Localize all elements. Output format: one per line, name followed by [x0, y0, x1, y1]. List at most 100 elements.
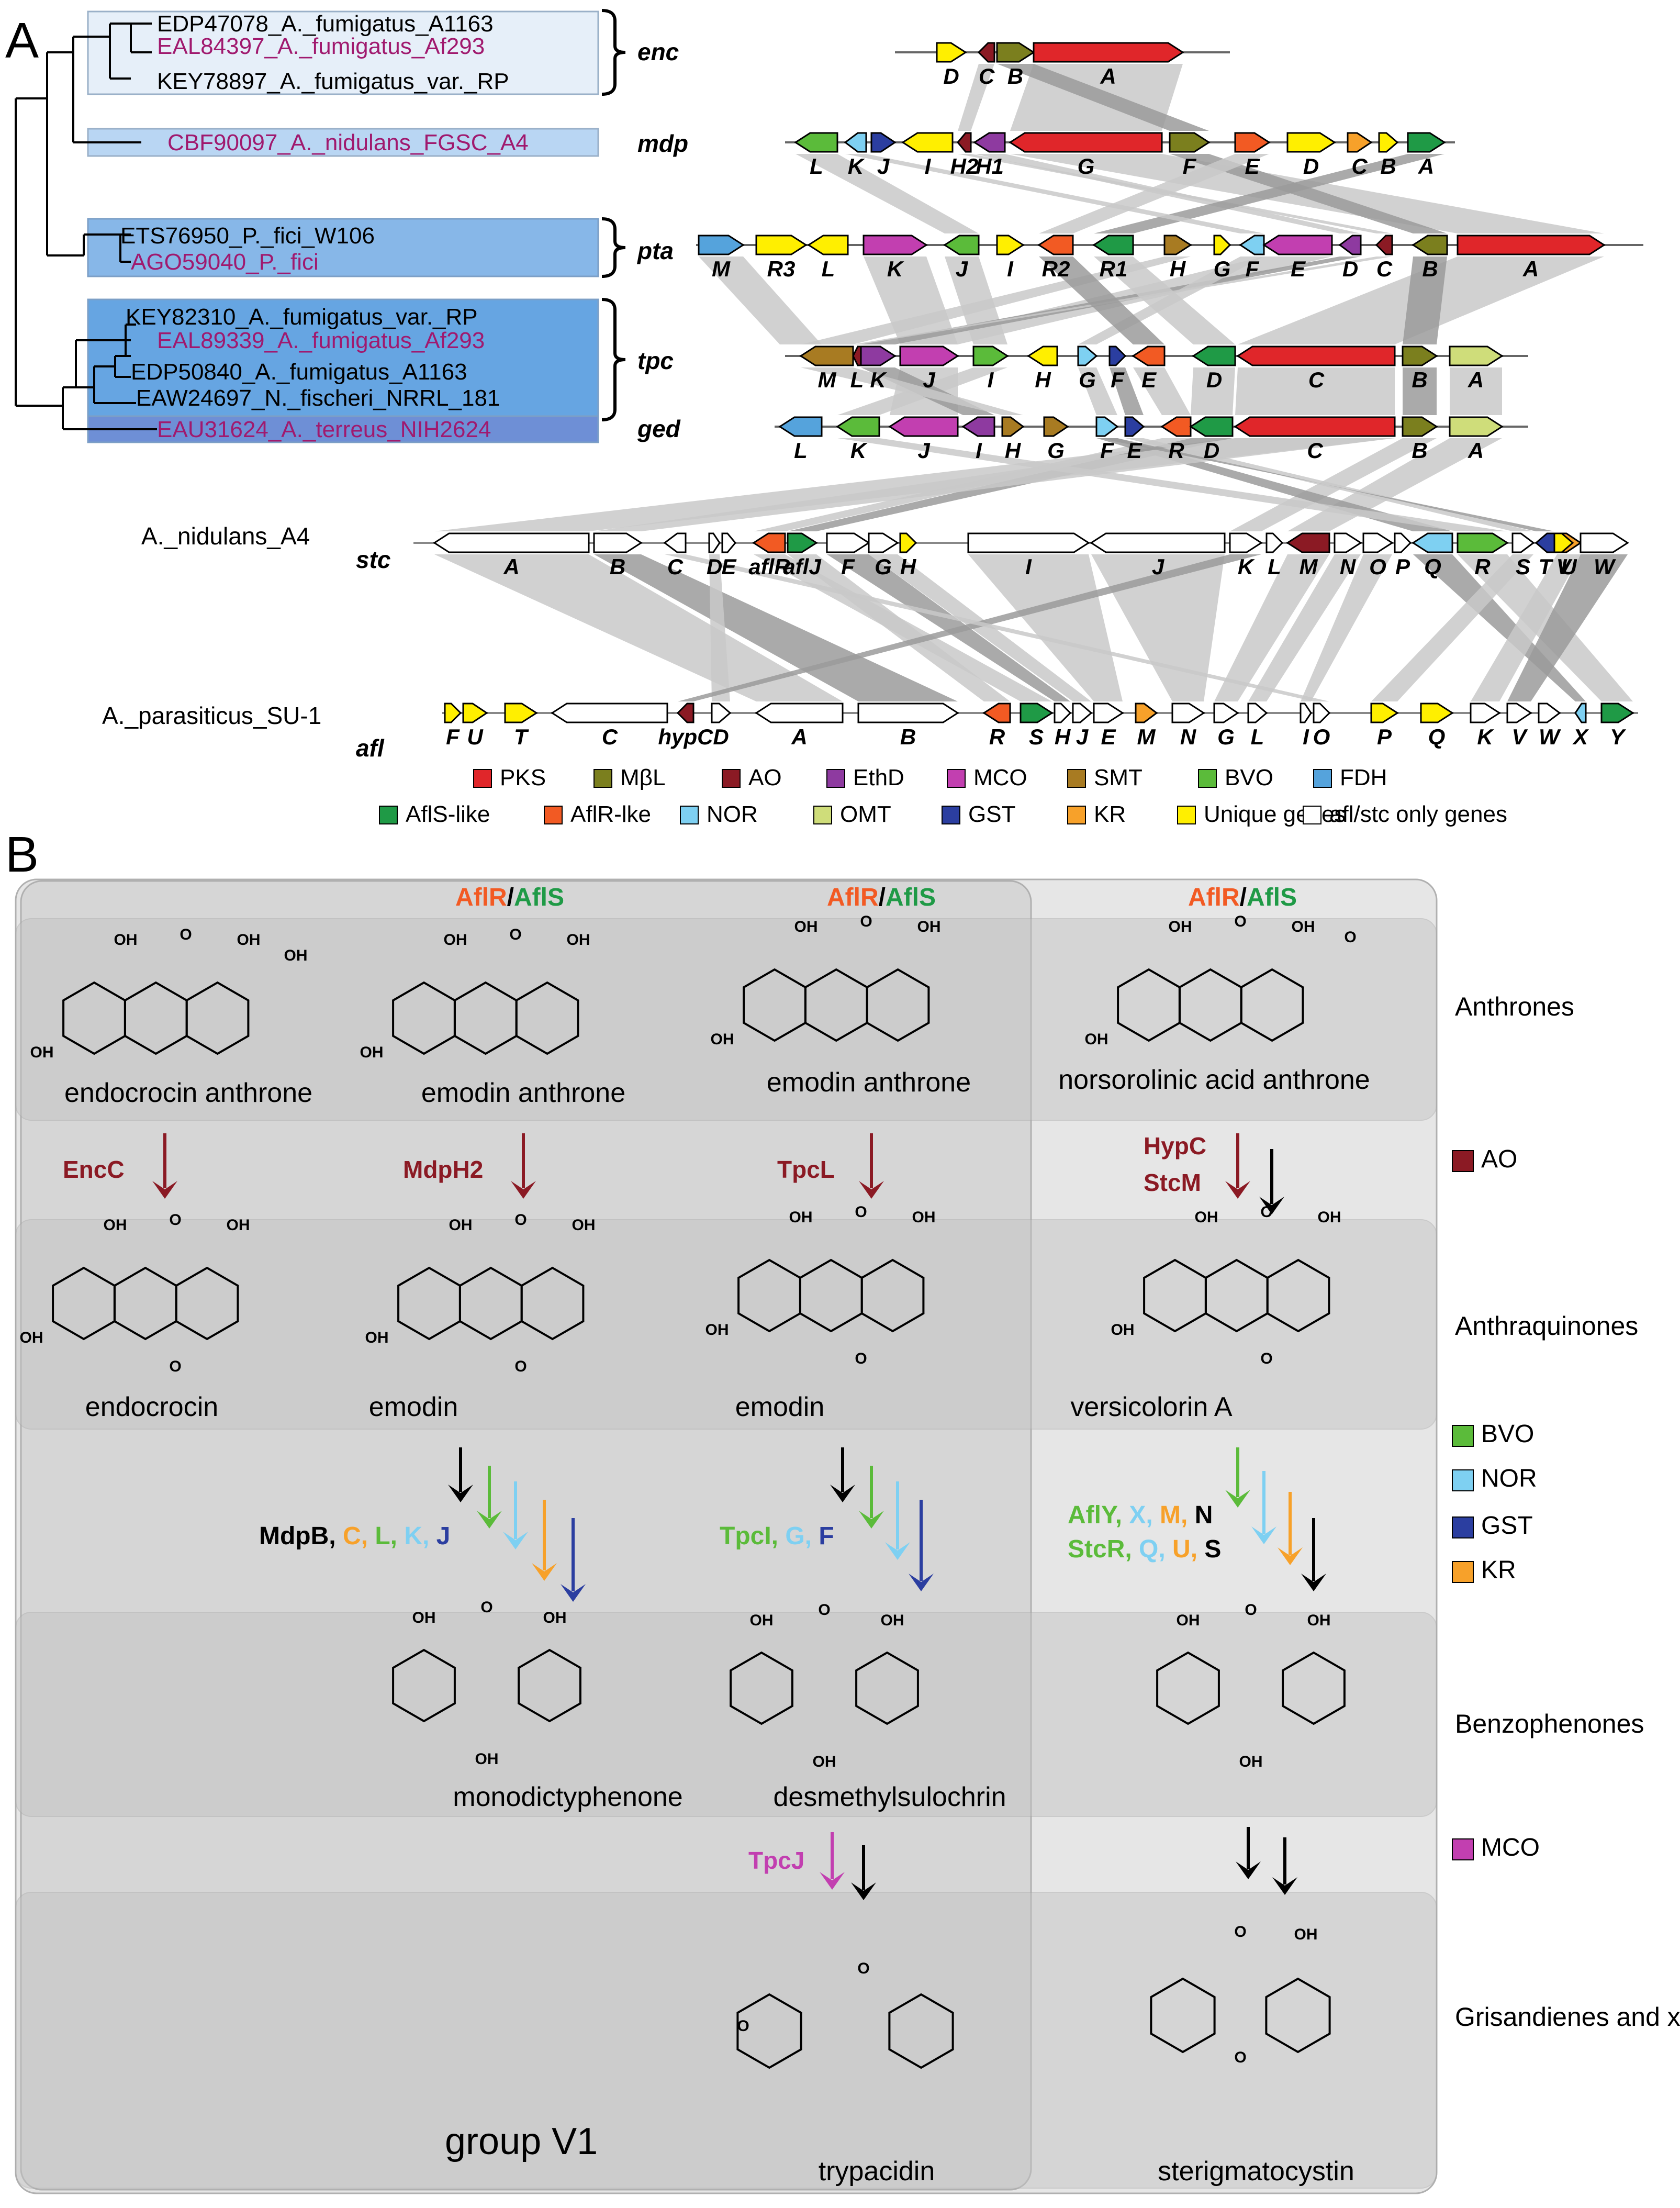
reaction-arrowhead: [511, 1181, 536, 1199]
synteny-ribbon: [434, 554, 843, 701]
gene-label: J: [1152, 554, 1165, 579]
brace: [601, 217, 626, 278]
synteny-ribbon: [1091, 554, 1225, 701]
gene-label: K: [1477, 724, 1494, 749]
atom-label: OH: [30, 1044, 54, 1061]
atom-label: OH: [475, 1750, 499, 1768]
enzyme-label: TpcL: [777, 1156, 835, 1183]
gene-arrow: [868, 532, 899, 553]
gene-label: G: [1214, 257, 1231, 281]
gene-arrow: [787, 532, 818, 553]
compound-name: emodin: [369, 1392, 458, 1422]
gene-label: H2: [950, 154, 979, 179]
group-label-pta: pta: [636, 237, 674, 264]
gene-label: A: [791, 724, 807, 749]
legend-label: SMT: [1094, 765, 1143, 790]
gene-arrow: [1265, 532, 1284, 553]
gene-arrow: [1239, 235, 1265, 255]
gene-label: A: [1100, 64, 1116, 88]
tree-leaf-label: ETS76950_P._fici_W106: [120, 223, 375, 249]
compound-name: endocrocin: [85, 1392, 218, 1422]
gene-arrow: [1457, 235, 1606, 255]
reaction-arrowhead: [1278, 1547, 1303, 1565]
synteny-ribbon: [1094, 257, 1235, 344]
molecule-ring: [392, 1648, 456, 1723]
gene-label: A: [503, 554, 519, 579]
molecule-ring: [1266, 1258, 1330, 1333]
gene-arrow: [961, 416, 995, 437]
molecule-ring: [736, 1993, 802, 2069]
gene-arrow: [1213, 702, 1239, 723]
reaction-arrowhead: [152, 1181, 177, 1199]
gene-arrow: [1077, 345, 1098, 366]
synteny-ribbon: [837, 438, 1507, 531]
panel-b-label: B: [5, 827, 39, 883]
synteny-ribbon: [1471, 554, 1581, 701]
gene-arrow: [676, 702, 695, 723]
group-label-afl: afl: [356, 734, 385, 762]
gene-label: N: [1340, 554, 1357, 579]
atom-label: OH: [567, 931, 590, 949]
gene-label: S: [1516, 554, 1530, 579]
molecule-ring: [866, 968, 930, 1042]
atom-label: OH: [912, 1209, 936, 1226]
gene-arrow: [1132, 345, 1166, 366]
gene-label: E: [1141, 367, 1157, 392]
synteny-ribbon: [869, 554, 1091, 701]
gene-label: B: [1412, 438, 1427, 463]
atom-label: O: [169, 1358, 181, 1375]
atom-label: OH: [789, 1209, 813, 1226]
gene-arrow: [708, 532, 721, 553]
reaction-arrowhead: [1259, 1197, 1284, 1214]
gene-label: G: [1047, 438, 1065, 463]
gene-arrow: [1189, 416, 1234, 437]
gene-arrow: [1009, 132, 1163, 153]
row-label: Anthrones: [1455, 992, 1574, 1021]
group-v1-box: [20, 880, 1032, 2191]
gene-label: L: [822, 257, 835, 281]
molecule-ring: [1282, 1651, 1346, 1725]
synteny-ribbon: [796, 154, 979, 233]
gene-arrow: [1402, 416, 1438, 437]
enzyme-label: TpcI, G, F: [720, 1522, 834, 1550]
gene-label: B: [1422, 257, 1438, 281]
synteny-ribbon: [594, 438, 1395, 531]
legend-label: BVO: [1481, 1420, 1534, 1448]
gene-label: J: [917, 438, 931, 463]
gene-label: L: [1251, 724, 1264, 749]
gene-arrow: [899, 532, 917, 553]
gene-label: Y: [1610, 724, 1627, 749]
gene-label: J: [923, 367, 936, 392]
legend-label: MCO: [973, 765, 1027, 790]
atom-label: OH: [284, 947, 308, 964]
legend-label: MCO: [1481, 1834, 1540, 1861]
legend-swatch: [379, 806, 398, 824]
gene-arrow: [888, 416, 959, 437]
synteny-ribbon: [1039, 257, 1164, 344]
tree-box-tpc: [87, 298, 599, 421]
regulator-label: AflR/AflS: [455, 884, 564, 911]
legend-label: PKS: [500, 765, 546, 790]
synteny-ribbon: [1110, 367, 1144, 415]
atom-label: O: [514, 1358, 527, 1375]
gene-label: M: [1137, 724, 1156, 749]
gene-arrow: [1236, 345, 1396, 366]
tree-leaf-label: EDP47078_A._fumigatus_A1163: [157, 11, 494, 37]
gene-arrow: [860, 345, 897, 366]
enzyme-label: HypC: [1144, 1132, 1206, 1159]
gene-label: K: [870, 367, 887, 392]
gene-label: L: [794, 438, 808, 463]
gene-arrow: [794, 132, 838, 153]
gene-arrow: [1394, 532, 1412, 553]
molecule-ring: [520, 1266, 585, 1341]
gene-label: P: [1395, 554, 1410, 579]
gene-label: R3: [767, 257, 796, 281]
gene-label: H: [1170, 257, 1186, 281]
legend-label: BVO: [1225, 765, 1273, 790]
gene-arrow: [1171, 702, 1205, 723]
legend-swatch: [1067, 769, 1086, 788]
gene-label: B: [1007, 64, 1023, 88]
reaction-arrowhead: [820, 1872, 845, 1890]
gene-arrow: [1027, 345, 1058, 366]
gene-label: aflJ: [783, 554, 822, 579]
